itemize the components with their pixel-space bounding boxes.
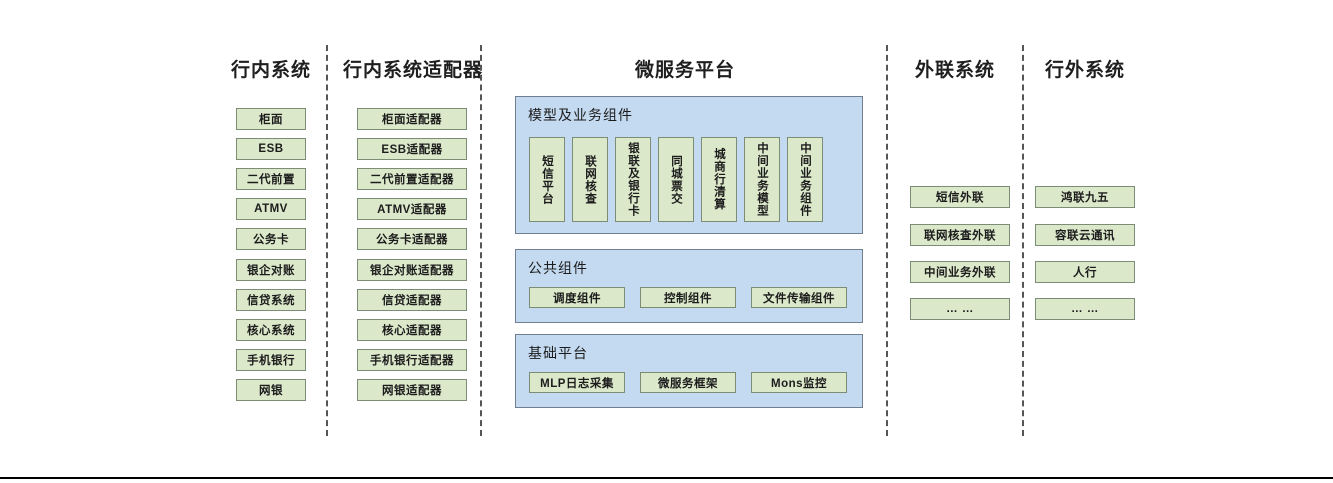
node-model-component[interactable]: 中间业务模型 [744,137,780,222]
node-external-link-system[interactable]: 中间业务外联 [910,261,1010,283]
node-bank-system[interactable]: 核心系统 [236,319,306,341]
node-base-platform-component[interactable]: Mons监控 [751,372,847,393]
node-bank-system[interactable]: ATMV [236,198,306,220]
footer-rule [0,477,1333,479]
node-base-platform-component[interactable]: MLP日志采集 [529,372,625,393]
panel-title-model-business: 模型及业务组件 [528,107,633,123]
panel-title-base-platform: 基础平台 [528,345,588,361]
divider-1 [326,45,328,436]
node-common-component[interactable]: 文件传输组件 [751,287,847,308]
panel-base-platform: 基础平台 [515,334,863,408]
node-external-link-system[interactable]: 短信外联 [910,186,1010,208]
node-common-component[interactable]: 调度组件 [529,287,625,308]
column-title-bank-systems: 行内系统 [230,60,311,81]
node-bank-system[interactable]: 网银 [236,379,306,401]
node-outside-bank-system[interactable]: 鸿联九五 [1035,186,1135,208]
node-external-link-system[interactable]: … … [910,298,1010,320]
node-bank-adapter[interactable]: 网银适配器 [357,379,467,401]
node-bank-adapter[interactable]: 信贷适配器 [357,289,467,311]
node-external-link-system[interactable]: 联网核查外联 [910,224,1010,246]
panel-title-common-components: 公共组件 [528,260,588,276]
node-model-component[interactable]: 同城票交 [658,137,694,222]
node-bank-adapter[interactable]: 手机银行适配器 [357,349,467,371]
node-model-component[interactable]: 银联及银行卡 [615,137,651,222]
column-title-outside-bank-systems: 行外系统 [1044,60,1125,81]
node-model-component[interactable]: 联网核查 [572,137,608,222]
node-bank-adapter[interactable]: 柜面适配器 [357,108,467,130]
node-bank-adapter[interactable]: 银企对账适配器 [357,259,467,281]
node-bank-system[interactable]: ESB [236,138,306,160]
panel-common-components: 公共组件 [515,249,863,323]
node-bank-adapter[interactable]: 核心适配器 [357,319,467,341]
column-title-external-link-systems: 外联系统 [914,60,995,81]
column-title-microservice-platform: 微服务平台 [634,60,735,81]
node-base-platform-component[interactable]: 微服务框架 [640,372,736,393]
node-bank-system[interactable]: 公务卡 [236,228,306,250]
column-title-bank-adapters: 行内系统适配器 [342,60,483,81]
node-bank-system[interactable]: 柜面 [236,108,306,130]
node-bank-system[interactable]: 信贷系统 [236,289,306,311]
node-model-component[interactable]: 中间业务组件 [787,137,823,222]
node-bank-adapter[interactable]: 二代前置适配器 [357,168,467,190]
node-outside-bank-system[interactable]: 容联云通讯 [1035,224,1135,246]
node-bank-system[interactable]: 手机银行 [236,349,306,371]
divider-2 [480,45,482,436]
node-model-component[interactable]: 短信平台 [529,137,565,222]
node-bank-system[interactable]: 银企对账 [236,259,306,281]
node-outside-bank-system[interactable]: … … [1035,298,1135,320]
node-bank-system[interactable]: 二代前置 [236,168,306,190]
node-common-component[interactable]: 控制组件 [640,287,736,308]
node-bank-adapter[interactable]: ESB适配器 [357,138,467,160]
node-bank-adapter[interactable]: 公务卡适配器 [357,228,467,250]
node-model-component[interactable]: 城商行清算 [701,137,737,222]
divider-3 [886,45,888,436]
node-bank-adapter[interactable]: ATMV适配器 [357,198,467,220]
node-outside-bank-system[interactable]: 人行 [1035,261,1135,283]
divider-4 [1022,45,1024,436]
